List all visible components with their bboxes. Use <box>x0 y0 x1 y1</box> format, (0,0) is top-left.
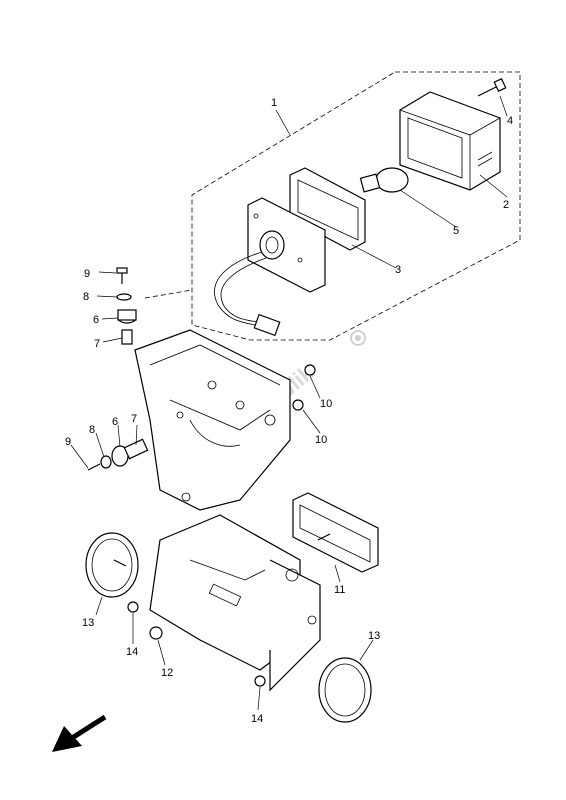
nut-14b <box>254 675 266 687</box>
license-light-lens <box>292 492 379 573</box>
callout-1: 1 <box>271 97 277 109</box>
reflector-right <box>318 657 372 723</box>
callout-7-upper: 7 <box>94 338 100 350</box>
lower-mount-bolt-set <box>87 438 149 471</box>
front-direction-arrow-icon <box>52 714 107 752</box>
callout-2: 2 <box>503 199 509 211</box>
upper-mount-bolt-set <box>116 267 137 345</box>
callout-14-right: 14 <box>251 713 263 725</box>
callout-10-upper: 10 <box>320 398 332 410</box>
nut-10a <box>304 364 316 376</box>
leader-lines <box>70 95 508 711</box>
callout-11: 11 <box>334 584 345 596</box>
callout-7-lower: 7 <box>131 413 137 425</box>
callout-8-lower: 8 <box>89 424 95 436</box>
license-plate-bracket <box>149 514 321 692</box>
callout-4: 4 <box>507 115 513 127</box>
callout-labels: 1 2 3 4 5 6 6 7 7 8 8 9 9 10 10 11 12 13… <box>65 97 513 725</box>
nut-12 <box>149 626 163 640</box>
callout-10-lower: 10 <box>315 434 327 446</box>
bulb <box>359 167 409 193</box>
tail-light-lens <box>399 91 501 191</box>
callout-12: 12 <box>161 667 173 679</box>
callout-9-upper: 9 <box>84 268 90 280</box>
nut-10b <box>292 399 304 411</box>
callout-6-upper: 6 <box>93 314 99 326</box>
callout-13-left: 13 <box>82 617 94 629</box>
callout-8-upper: 8 <box>83 291 89 303</box>
socket-base-plate <box>214 197 326 337</box>
callout-13-right: 13 <box>368 630 380 642</box>
nut-14a <box>127 601 139 613</box>
callout-9-lower: 9 <box>65 436 71 448</box>
lens-screw <box>477 77 507 97</box>
callout-3: 3 <box>395 264 401 276</box>
rear-fender-housing <box>134 329 291 511</box>
callout-5: 5 <box>453 225 459 237</box>
assembly-boundary <box>144 71 521 341</box>
callout-14-left: 14 <box>126 646 138 658</box>
reflector-left <box>85 532 139 598</box>
callout-6-lower: 6 <box>112 416 118 428</box>
gear-logo-icon <box>350 330 366 346</box>
